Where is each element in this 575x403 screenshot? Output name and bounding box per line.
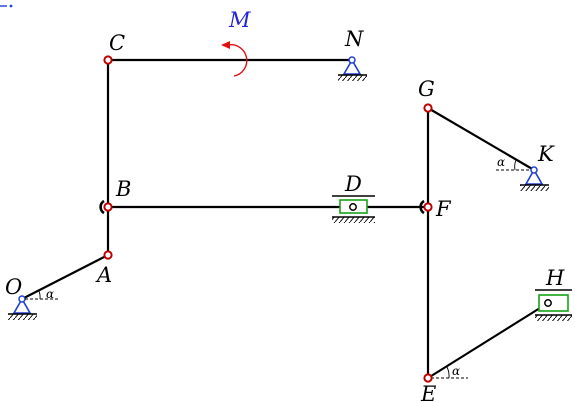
joint-G (423, 103, 433, 113)
slider-H (535, 289, 572, 321)
label-B: B (115, 177, 131, 201)
joints (99, 55, 433, 383)
joint-B-bracket (99, 199, 105, 215)
joint-A (103, 250, 113, 260)
label-K: K (537, 142, 555, 166)
label-O: O (5, 275, 22, 299)
curved-arrow-icon (221, 41, 248, 77)
joint-F (423, 202, 433, 212)
label-G: G (418, 77, 435, 101)
bar-GK (426, 106, 536, 172)
label-F: F (435, 197, 452, 221)
joint-F-bracket (419, 199, 425, 215)
support-N (338, 56, 367, 81)
moment-label: M (228, 8, 251, 32)
support-K: α (496, 155, 549, 191)
angle-label-O: α (46, 287, 54, 301)
label-E: E (420, 382, 436, 403)
bars (20, 58, 550, 380)
pin-support-icon (342, 58, 362, 75)
angle-E: α (431, 364, 468, 379)
joint-C (103, 55, 113, 65)
label-C: C (109, 31, 125, 55)
bar-EH (426, 301, 550, 380)
pin-support-icon (524, 168, 544, 185)
moment-M: M (221, 8, 251, 77)
support-O: α (8, 287, 60, 320)
label-N: N (344, 27, 364, 51)
pin-support-icon (12, 297, 32, 314)
slider-icon (538, 294, 569, 312)
bar-OA (20, 253, 110, 301)
label-A: A (95, 263, 112, 287)
label-H: H (545, 266, 565, 290)
label-D: D (344, 172, 362, 196)
slider-D (332, 195, 375, 223)
corner-mark (0, 4, 13, 8)
angle-label-E: α (452, 364, 460, 378)
joint-E (423, 373, 433, 383)
joint-B (103, 202, 113, 212)
angle-label-K: α (497, 155, 505, 169)
point-labels: O A B C N D F G K E H (5, 27, 565, 403)
